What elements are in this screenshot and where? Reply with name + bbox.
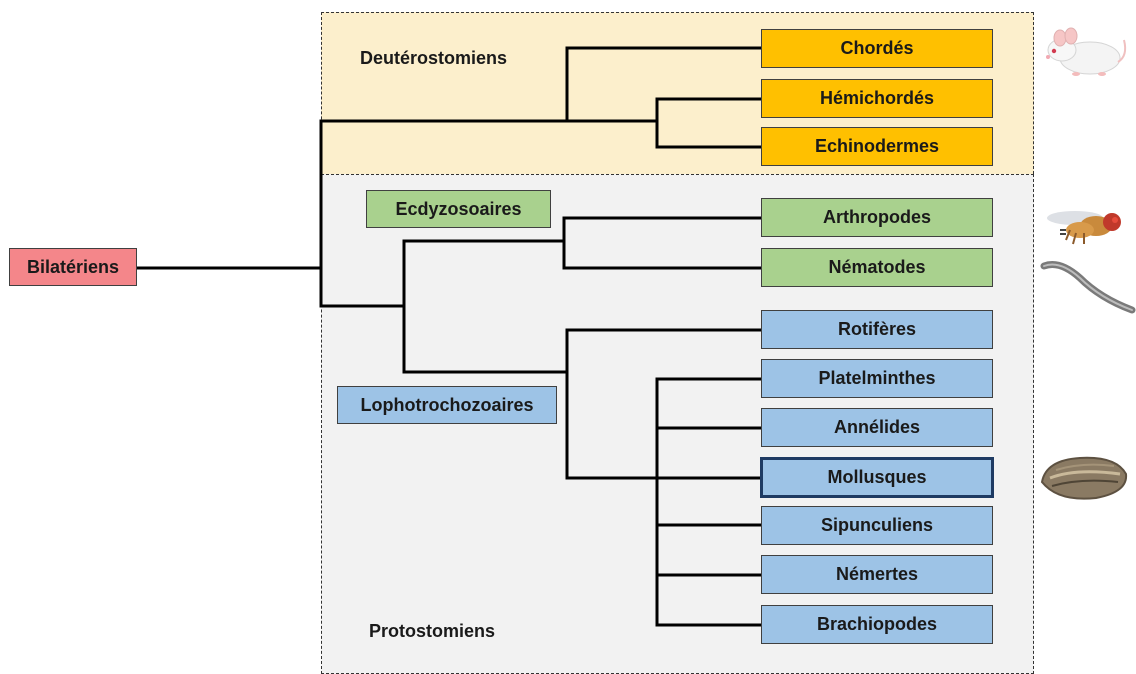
taxon-chordes: Chordés bbox=[761, 29, 993, 68]
ecdysozoa-label: Ecdyzosoaires bbox=[366, 190, 551, 228]
deuterostome-label: Deutérostomiens bbox=[360, 48, 508, 68]
taxon-platelminthes: Platelminthes bbox=[761, 359, 993, 398]
taxon-nemertes: Némertes bbox=[761, 555, 993, 594]
taxon-annelides: Annélides bbox=[761, 408, 993, 447]
taxon-nematodes: Nématodes bbox=[761, 248, 993, 287]
taxon-arthropodes: Arthropodes bbox=[761, 198, 993, 237]
root-node: Bilatériens bbox=[9, 248, 137, 286]
taxon-brachiopodes: Brachiopodes bbox=[761, 605, 993, 644]
taxon-echinodermes: Echinodermes bbox=[761, 127, 993, 166]
taxon-rotiferes: Rotifères bbox=[761, 310, 993, 349]
fly-icon bbox=[1047, 211, 1121, 245]
taxon-mollusques: Mollusques bbox=[760, 457, 994, 498]
protostome-label: Protostomiens bbox=[369, 621, 496, 641]
mouse-icon bbox=[1046, 27, 1127, 76]
worm-icon bbox=[1040, 261, 1136, 314]
oyster-icon bbox=[1040, 456, 1128, 500]
taxon-hemichordes: Hémichordés bbox=[761, 79, 993, 118]
taxon-sipunculiens: Sipunculiens bbox=[761, 506, 993, 545]
lophotrochozoa-label: Lophotrochozoaires bbox=[337, 386, 557, 424]
